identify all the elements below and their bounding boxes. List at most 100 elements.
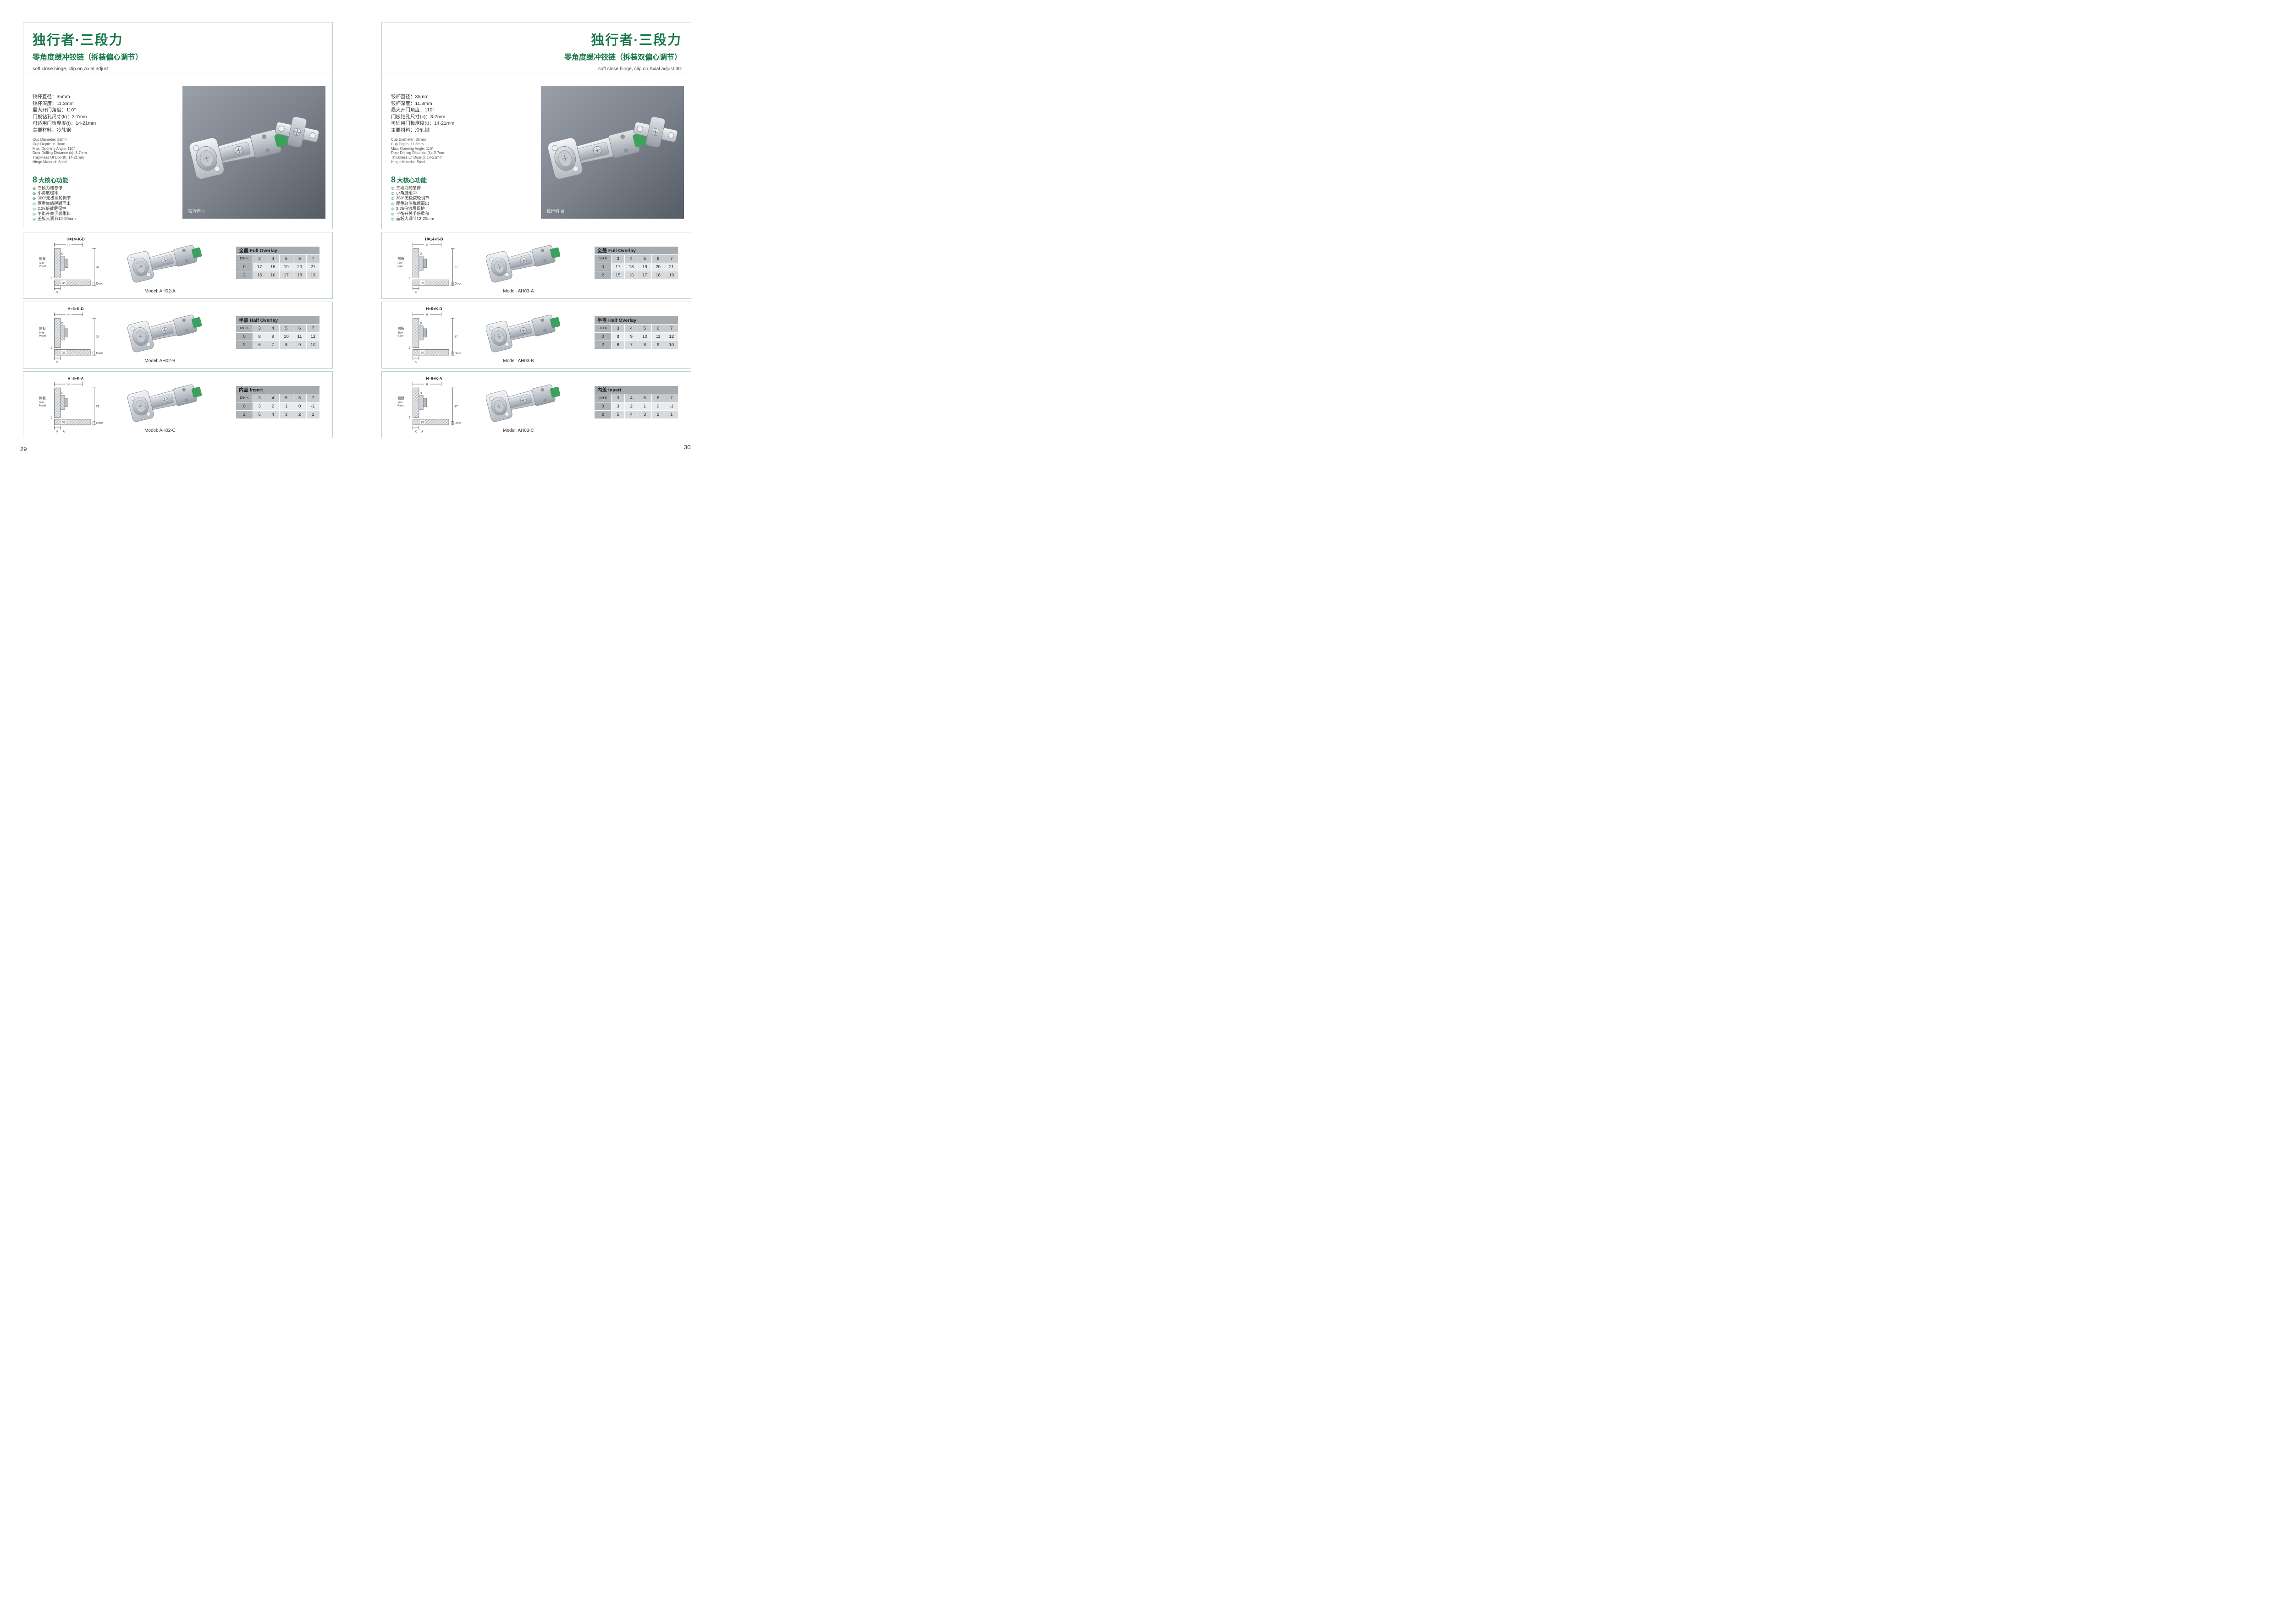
door-label: 门 Door (451, 351, 462, 355)
table-cell: 5 (253, 411, 266, 418)
table-cell: 17 (612, 263, 625, 271)
table-title: 内盖 Insert (236, 386, 320, 394)
row-label: 0 (595, 402, 611, 410)
section-full-overlay: H=14+K-D H 侧板 Side Panel D 37 35 门 Door … (23, 232, 333, 299)
dim-35-label: 35 (421, 351, 424, 354)
col-header: 4 (266, 255, 280, 263)
features-count: 8 (33, 175, 38, 184)
side-panel-label-en2: Panel (39, 335, 46, 338)
table-cell: 15 (612, 271, 625, 279)
table-corner: D\H K (236, 394, 253, 402)
table-corner: D\H K (595, 255, 611, 263)
diagram-label: H=6+K-A (426, 377, 442, 381)
technical-diagram: H=14+K-D H 侧板 Side Panel D 37 35 门 Door … (39, 237, 103, 294)
col-header: 5 (638, 394, 651, 402)
table-cell: 5 (612, 411, 625, 418)
hinge-product-image (126, 307, 205, 353)
dim-d-label: D (61, 253, 64, 256)
spec-line: Cup Diameter: 35mm (391, 138, 426, 142)
table-cell: 9 (266, 333, 280, 341)
table-cell: 20 (651, 263, 665, 271)
table-cell: 3 (253, 402, 266, 410)
spec-line: Max. Opening Angle: 110° (33, 146, 75, 151)
door-label: 门 Door (92, 351, 103, 355)
diagram-label: H=6+K-A (68, 377, 84, 381)
dim-h-label: H (426, 244, 428, 247)
table-cell: 19 (665, 271, 678, 279)
spec-line: 铰杯深度：11.3mm (33, 100, 74, 106)
model-label: Model: AH02-B (144, 358, 176, 363)
dim-1-label: 1 (409, 276, 411, 280)
table-cell: 18 (651, 271, 665, 279)
table-cell: 1 (638, 402, 651, 410)
dim-k-label: K (56, 291, 59, 294)
row-label: 2 (236, 341, 253, 349)
spec-line: 主要材料：冷轧钢 (391, 127, 430, 133)
col-header: 5 (280, 394, 293, 402)
table-cell: 18 (293, 271, 306, 279)
door-label: 门 Door (92, 420, 103, 424)
table-cell: 1 (306, 411, 320, 418)
hinge-product-image (126, 237, 205, 284)
feature-item: 厚重颜值脱颖而出 (391, 201, 434, 206)
col-header: 3 (612, 394, 625, 402)
dim-1-label: 1 (50, 346, 52, 349)
table-cell: 8 (612, 333, 625, 341)
dim-37-label: 37 (96, 405, 99, 408)
feature-item: 平衡开关手感柔和 (391, 211, 434, 216)
table-cell: 11 (651, 333, 665, 341)
table-cell: 9 (625, 333, 638, 341)
table-cell: 16 (625, 271, 638, 279)
col-header: 6 (293, 394, 306, 402)
table-cell: 12 (665, 333, 678, 341)
technical-diagram: H=5+K-D H 侧板 Side Panel D 37 35 门 Door K… (397, 307, 462, 364)
row-label: 0 (595, 263, 611, 271)
table-corner: D\H K (595, 325, 611, 332)
dim-d-label: D (420, 392, 422, 395)
col-header: 3 (253, 255, 266, 263)
dim-37-label: 37 (455, 336, 458, 339)
model-label: Model: AH02-C (144, 428, 176, 433)
side-panel-label-cn: 侧板 (397, 326, 404, 330)
feature-item: 小角度缓冲 (391, 191, 434, 196)
dim-d-label: D (61, 392, 64, 395)
catalog-page-left: 独行者·三段力 零角度缓冲铰链（拆装偏心调节） soft close hinge… (23, 22, 333, 438)
spec-line: Door Drilling Distance (k): 3-7mm (391, 151, 446, 155)
table-cell: 17 (638, 271, 651, 279)
row-label: 0 (236, 333, 253, 341)
dim-35-label: 35 (62, 421, 66, 424)
dim-a-label: A (421, 430, 424, 434)
table-cell: 0 (293, 402, 306, 410)
table-title: 全盖 Full Overlay (236, 247, 320, 254)
dim-k-label: K (415, 361, 417, 364)
col-header: 7 (306, 325, 320, 332)
section-half-overlay: H=5+K-D H 侧板 Side Panel D 37 35 门 Door K… (381, 302, 691, 369)
col-header: 6 (293, 255, 306, 263)
table-cell: 2 (625, 402, 638, 410)
table-cell: 0 (651, 402, 665, 410)
spec-panel: 铰杯直径：35mm 铰杯深度：11.3mm 最大开门角度：110° 门板钻孔尺寸… (23, 73, 333, 229)
dim-k-label: K (415, 430, 417, 434)
page-subtitle-en: soft close hinge, clip on,Axial adjust (33, 66, 109, 72)
door-label: 门 Door (451, 420, 462, 424)
side-panel-label-cn: 侧板 (397, 257, 404, 261)
specs-en: Cup Diameter: 35mm Cup Depth: 11.3mm Max… (391, 138, 445, 165)
diagram-label: H=14+K-D (66, 237, 85, 242)
side-panel-label-cn: 侧板 (397, 396, 404, 400)
section-full-overlay: H=14+K-D H 侧板 Side Panel D 37 35 门 Door … (381, 232, 691, 299)
side-panel-label-en1: Side (397, 331, 402, 334)
spec-line: 门板钻孔尺寸(k)：3-7mm (391, 114, 446, 120)
col-header: 7 (665, 325, 678, 332)
dim-k-label: K (56, 361, 59, 364)
spec-line: 铰杯直径：35mm (391, 94, 429, 99)
table-cell: 10 (638, 333, 651, 341)
table-corner: D\H K (236, 255, 253, 263)
spec-line: Cup Depth: 11.3mm (391, 142, 424, 146)
feature-item: 盖板大调节12-20mm (33, 216, 76, 221)
feature-item: 小角度缓冲 (33, 191, 76, 196)
table-cell: 20 (293, 263, 306, 271)
table-cell: 18 (266, 263, 280, 271)
table-cell: 17 (280, 271, 293, 279)
col-header: 4 (266, 325, 280, 332)
overlay-table: 全盖 Full Overlay D\H K 3 4 5 6 7 0 17 18 … (236, 247, 320, 279)
